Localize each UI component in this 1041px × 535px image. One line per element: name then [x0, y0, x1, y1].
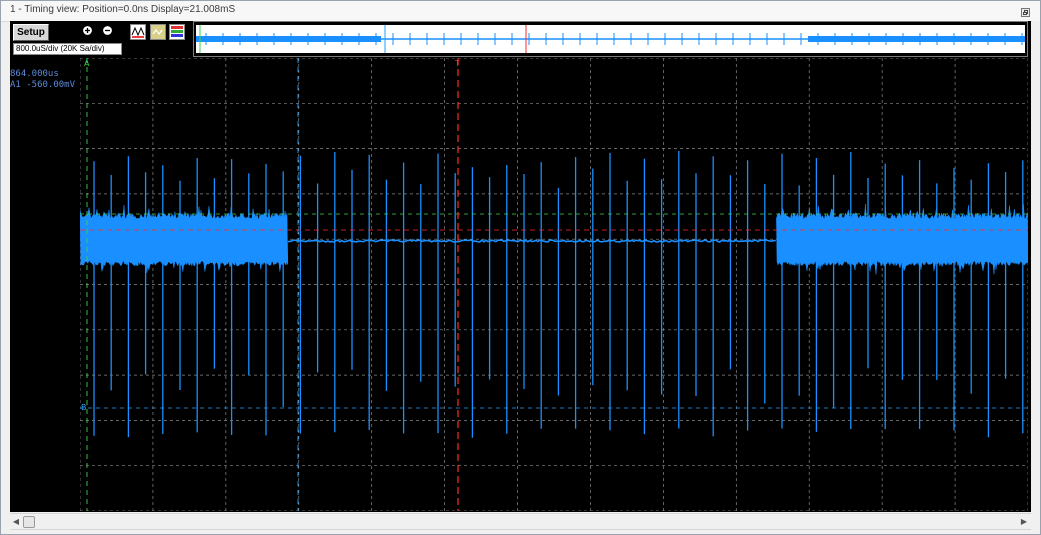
marker-a-label: A — [84, 59, 90, 68]
overview-waveform — [196, 25, 1025, 53]
timebase-field[interactable]: 800.0uS/div (20K Sa/div) — [13, 43, 122, 55]
scope-toolbar: Setup — [10, 21, 193, 57]
scroll-left-icon[interactable]: ◀ — [12, 517, 20, 526]
overview-burst — [196, 36, 381, 42]
overview-burst — [808, 36, 1025, 42]
window-title: 1 - Timing view: Position=0.0ns Display=… — [10, 4, 236, 15]
trigger-marker-label: T — [454, 59, 460, 68]
waveform-plot[interactable]: A B T — [80, 58, 1028, 511]
marker-b-label: B — [81, 403, 87, 412]
channel-voltage-readout: A1 -560.00mV — [10, 80, 76, 90]
cursor-time-readout: 864.000us — [10, 69, 59, 79]
zoom-in-icon[interactable] — [81, 24, 97, 40]
scope-display: Setup — [10, 21, 1031, 512]
waveform-svg: A B T — [80, 58, 1028, 511]
restore-icon[interactable] — [1021, 8, 1030, 17]
setup-button[interactable]: Setup — [13, 24, 49, 41]
measure-icon[interactable] — [150, 24, 166, 40]
side-strip — [1032, 21, 1040, 533]
color-settings-icon[interactable] — [169, 24, 185, 40]
scroll-thumb[interactable] — [23, 516, 35, 528]
noise-burst — [80, 204, 289, 273]
overview-strip[interactable] — [193, 21, 1028, 57]
title-bar: 1 - Timing view: Position=0.0ns Display=… — [1, 1, 1040, 22]
waveform-icon[interactable] — [130, 24, 146, 40]
overview-plot — [196, 25, 1025, 53]
horizontal-scrollbar[interactable]: ◀ ▶ — [10, 513, 1031, 530]
signal-baseline — [287, 238, 776, 243]
scroll-right-icon[interactable]: ▶ — [1020, 517, 1028, 526]
zoom-out-icon[interactable] — [101, 24, 117, 40]
